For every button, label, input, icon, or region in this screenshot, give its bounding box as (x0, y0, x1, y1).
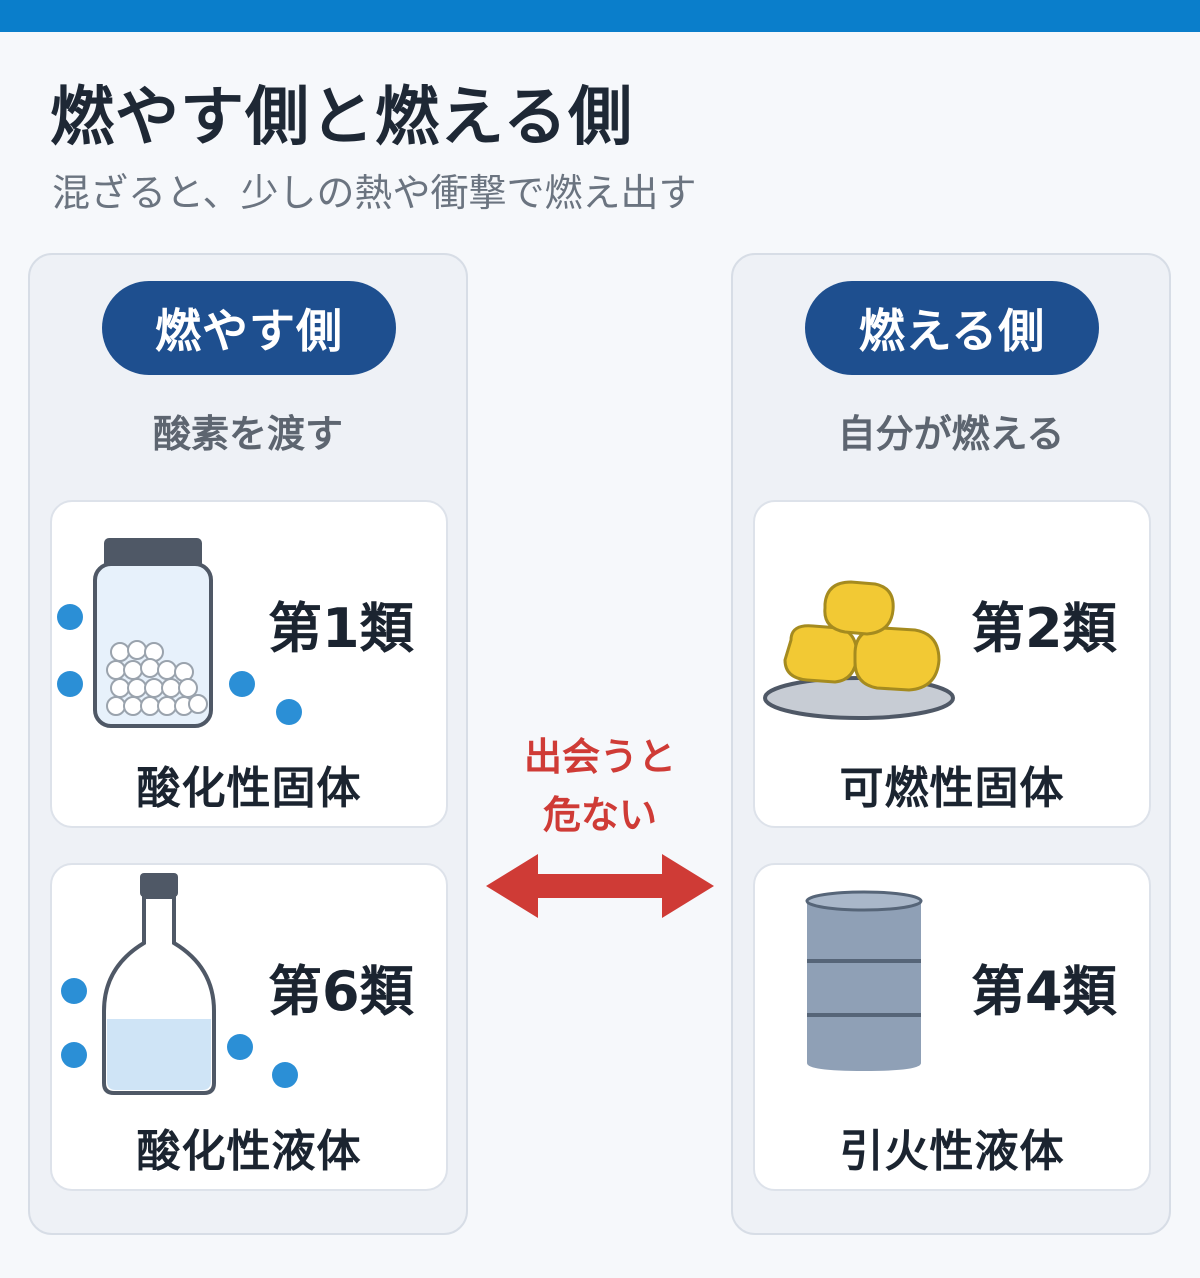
top-accent-bar (0, 0, 1200, 32)
sulfur-lumps-plate-icon (763, 580, 955, 720)
page-subtitle: 混ざると、少しの熱や衝撃で燃え出す (52, 171, 697, 215)
class-4-number: 第4類 (971, 960, 1117, 1023)
class-1-number: 第1類 (268, 597, 414, 660)
class-2-number: 第2類 (971, 597, 1117, 660)
class-6-number: 第6類 (268, 960, 414, 1023)
class-1-card: 第1類 酸化性固体 (50, 500, 448, 828)
class-2-name: 可燃性固体 (839, 763, 1065, 814)
danger-note-line-2: 危ない (542, 793, 657, 837)
class-1-name: 酸化性固体 (136, 763, 362, 814)
class-4-name: 引火性液体 (839, 1126, 1065, 1177)
double-arrow-icon (486, 854, 714, 918)
class-6-name: 酸化性液体 (136, 1126, 362, 1177)
class-6-card: 第6類 酸化性液体 (50, 863, 448, 1191)
danger-note: 出会うと 危ない (480, 728, 720, 844)
liquid-bottle-icon (61, 873, 298, 1095)
fuel-side-panel: 燃える側 自分が燃える 第2類 可燃性固体 第4類 引火性液体 (731, 253, 1171, 1235)
class-4-card: 第4類 引火性液体 (753, 863, 1151, 1191)
danger-note-line-1: 出会うと (523, 735, 676, 779)
oil-drum-icon (805, 890, 923, 1071)
oxidizer-side-panel: 燃やす側 酸素を渡す 第1類 酸化性固体 (28, 253, 468, 1235)
jar-of-pellets-icon (57, 538, 302, 728)
fuel-side-role: 自分が燃える (837, 412, 1065, 456)
fuel-side-label: 燃える側 (805, 281, 1099, 375)
page-title: 燃やす側と燃える側 (50, 81, 634, 155)
class-2-card: 第2類 可燃性固体 (753, 500, 1151, 828)
oxidizer-side-role: 酸素を渡す (152, 412, 343, 456)
oxidizer-side-label: 燃やす側 (102, 281, 396, 375)
